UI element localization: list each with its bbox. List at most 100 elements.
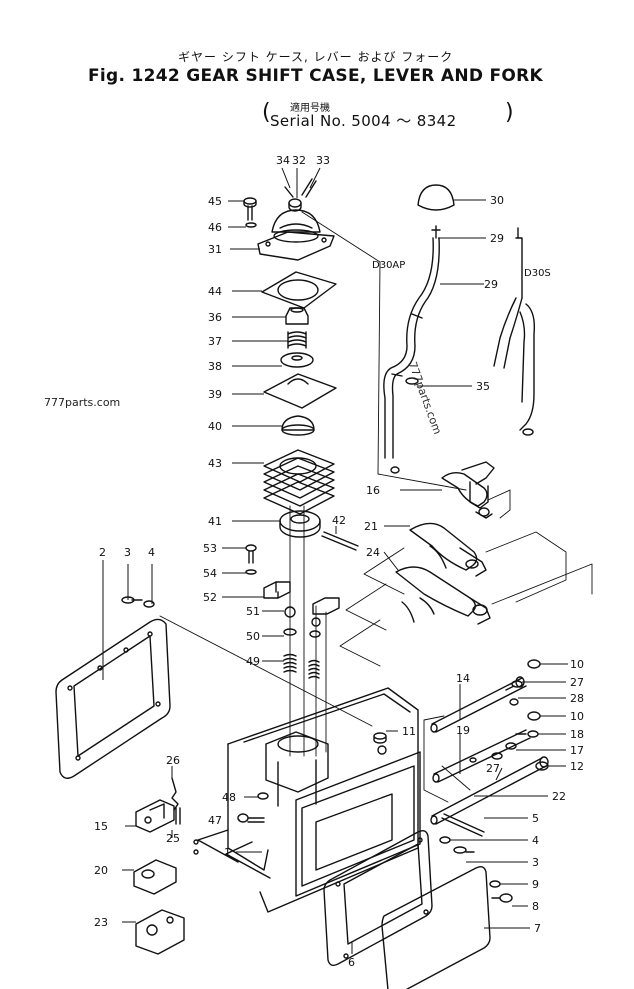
plug-11 (373, 732, 387, 744)
callout-1: 1 (224, 846, 231, 859)
gasket-6 (323, 829, 433, 967)
callout-25: 25 (166, 832, 180, 845)
callout-34: 34 (276, 154, 290, 167)
washer-4a (143, 600, 155, 608)
bracket-23 (135, 909, 185, 955)
pin-42 (321, 531, 359, 551)
bushing-36 (285, 307, 309, 325)
japanese-serial-label: 適用号機 (290, 103, 330, 114)
callout-2: 2 (99, 546, 106, 559)
pin-34 (284, 186, 294, 198)
spring-37 (287, 331, 307, 349)
callout-6: 6 (348, 956, 355, 969)
callout-10-top: 10 (570, 658, 584, 671)
callout-41: 41 (208, 515, 222, 528)
callout-38: 38 (208, 360, 222, 373)
callout-43: 43 (208, 457, 222, 470)
pin-25 (175, 807, 181, 825)
cover-2 (55, 618, 171, 779)
spring-49 (283, 653, 320, 679)
rail-19 (432, 729, 531, 783)
callout-33: 33 (316, 154, 330, 167)
callout-35: 35 (476, 380, 490, 393)
callout-3-right: 3 (532, 856, 539, 869)
japanese-title: ギヤー シフト ケース, レバー および フォーク (178, 50, 454, 64)
ring-35 (405, 377, 419, 385)
callout-17: 17 (570, 744, 584, 757)
callout-4-right: 4 (532, 834, 539, 847)
pin-5 (441, 813, 485, 837)
fork-16 (441, 461, 495, 519)
callout-18: 18 (570, 728, 584, 741)
callout-48: 48 (222, 791, 236, 804)
fork-24 (395, 566, 491, 625)
callout-29-ap: 29 (490, 232, 504, 245)
callout-16: 16 (366, 484, 380, 497)
callout-8: 8 (532, 900, 539, 913)
callout-51: 51 (246, 605, 260, 618)
paren-close: ) (505, 100, 514, 125)
callout-9: 9 (532, 878, 539, 891)
callout-27-top: 27 (570, 676, 584, 689)
callout-11: 11 (402, 725, 416, 738)
callout-30: 30 (490, 194, 504, 207)
seat-40 (281, 415, 315, 436)
callout-19: 19 (456, 724, 470, 737)
callout-23: 23 (94, 916, 108, 929)
bellows-43 (263, 449, 335, 515)
callout-42: 42 (332, 514, 346, 527)
bracket-15 (135, 799, 175, 833)
label-d30s: D30S (524, 268, 551, 279)
cover-7 (381, 865, 491, 989)
ring-27b (491, 752, 503, 760)
lever-guide-33 (301, 178, 317, 198)
washer-46 (245, 222, 257, 228)
seal-41 (279, 510, 321, 538)
bolt-47 (237, 813, 265, 823)
callout-28: 28 (570, 692, 584, 705)
ring-17 (505, 742, 517, 750)
paren-open: ( (262, 100, 271, 125)
callout-45: 45 (208, 195, 222, 208)
callout-26: 26 (166, 754, 180, 767)
fork-21 (409, 522, 487, 577)
cap-32 (288, 198, 302, 212)
figure-title: Fig. 1242 GEAR SHIFT CASE, LEVER AND FOR… (88, 66, 544, 86)
plug-10b (527, 711, 541, 721)
callout-32: 32 (292, 154, 306, 167)
callout-14: 14 (456, 672, 470, 685)
watermark-left: 777parts.com (44, 396, 121, 409)
label-d30ap: D30AP (372, 260, 405, 271)
case-1 (193, 687, 421, 913)
washer-9 (489, 880, 501, 888)
upper-cover-31 (257, 209, 335, 261)
callout-20: 20 (94, 864, 108, 877)
plug-10a (527, 659, 541, 669)
bolt-3b (453, 846, 475, 854)
callout-27-low: 27 (486, 762, 500, 775)
plate-39 (263, 373, 337, 409)
callout-4-left: 4 (148, 546, 155, 559)
spring-26 (171, 777, 179, 811)
callout-36: 36 (208, 311, 222, 324)
callout-7: 7 (534, 922, 541, 935)
pin-28 (509, 698, 519, 706)
gasket-44 (261, 271, 337, 309)
callout-52: 52 (203, 591, 217, 604)
callout-15: 15 (94, 820, 108, 833)
callout-46: 46 (208, 221, 222, 234)
knob-30 (417, 184, 455, 211)
bolt-8 (491, 893, 513, 903)
callout-29-s: 29 (484, 278, 498, 291)
callout-31: 31 (208, 243, 222, 256)
lever-29-d30ap (383, 225, 441, 474)
rail-14 (430, 676, 527, 733)
bolt-53 (245, 544, 257, 564)
callout-40: 40 (208, 420, 222, 433)
callout-21: 21 (364, 520, 378, 533)
callout-39: 39 (208, 388, 222, 401)
callout-53: 53 (203, 542, 217, 555)
callout-54: 54 (203, 567, 217, 580)
serial-range: Serial No. 5004 ～ 8342 (270, 112, 457, 130)
